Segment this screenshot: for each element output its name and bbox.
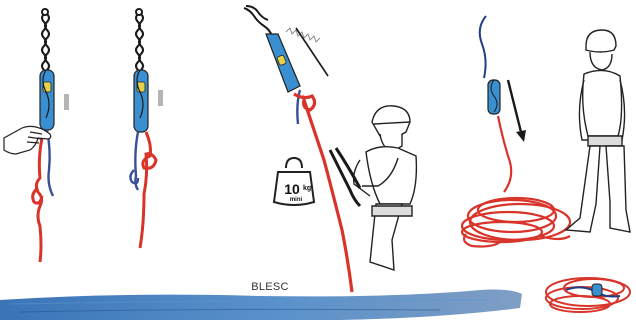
panel-4-step: [462, 16, 630, 247]
slide-direction-line: [296, 28, 328, 76]
weight-icon: 10 kg mini: [274, 158, 314, 205]
belay-device-icon: [134, 70, 148, 132]
rope-blue: [130, 132, 138, 190]
climber-icon: [354, 106, 417, 270]
panel-1-step: [4, 9, 69, 262]
rope-coil-icon: [462, 116, 570, 247]
chain-icon: [42, 9, 49, 70]
weight-unit: kg: [303, 185, 311, 192]
rope-red: [140, 132, 156, 248]
belay-device-icon: [266, 34, 300, 92]
weight-value: 10: [284, 181, 300, 197]
weight-note: mini: [290, 197, 303, 203]
climber-icon: [566, 30, 630, 232]
brush-stripe-icon: [0, 290, 522, 321]
sleeve-marker: [64, 94, 69, 110]
panel-3-step: 10 kg mini: [244, 6, 416, 292]
caption-label: BLESC: [246, 281, 294, 293]
sleeve-marker: [158, 90, 163, 106]
chain-icon: [244, 6, 272, 36]
panel-2-step: [130, 9, 163, 248]
rope-bag-icon: [546, 278, 630, 312]
rope-red: [33, 138, 42, 262]
down-arrow-icon: [508, 80, 522, 136]
belay-device-icon: [488, 80, 500, 114]
rope-blue: [480, 16, 486, 78]
chain-icon: [136, 9, 143, 70]
belay-device-icon: [40, 70, 54, 130]
hand-icon: [4, 126, 51, 154]
down-arrow-head: [516, 130, 526, 142]
rope-blue: [47, 130, 53, 196]
